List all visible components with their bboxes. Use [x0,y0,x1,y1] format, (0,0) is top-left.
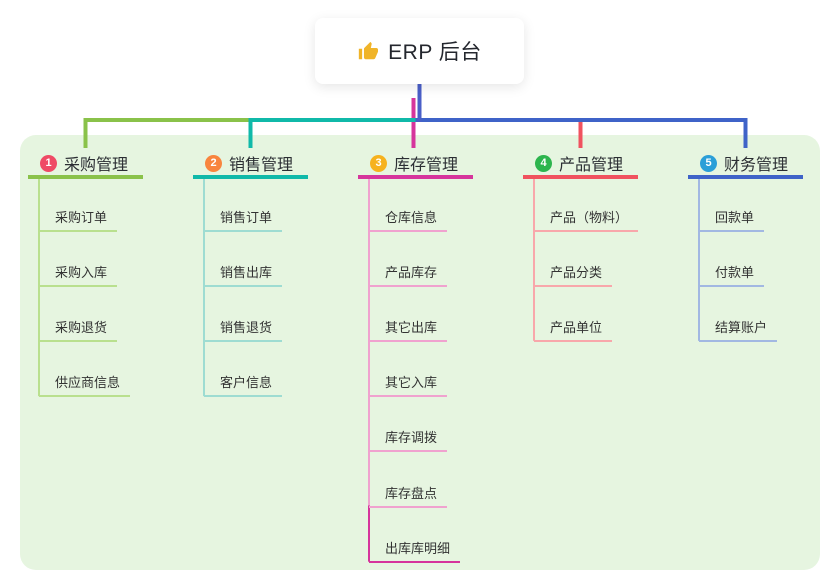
branch-number-badge: 5 [700,154,717,172]
branch-title-3[interactable]: 3 库存管理 [358,151,473,179]
child-node[interactable]: 产品单位 [534,316,613,342]
branch-title-label: 库存管理 [394,157,459,174]
child-node[interactable]: 销售退货 [204,316,283,342]
branch-title-1[interactable]: 1 采购管理 [28,151,143,179]
branch-number-badge: 2 [205,154,222,172]
child-node[interactable]: 客户信息 [204,371,283,398]
child-node[interactable]: 销售订单 [204,206,283,232]
child-node[interactable]: 付款单 [699,261,765,287]
child-node[interactable]: 采购退货 [39,316,118,342]
branch-number-badge: 3 [370,154,387,172]
child-node[interactable]: 销售出库 [204,261,283,287]
branch-number-badge: 1 [40,154,57,172]
child-node[interactable]: 供应商信息 [39,371,131,398]
child-node[interactable]: 回款单 [699,206,765,232]
child-node[interactable]: 出库库明细 [369,537,461,563]
branch-title-label: 产品管理 [559,157,624,174]
branch-title-4[interactable]: 4 产品管理 [523,151,638,179]
child-node[interactable]: 产品（物料） [534,206,639,232]
child-node[interactable]: 结算账户 [699,316,778,342]
branch-title-label: 财务管理 [724,157,789,174]
child-node[interactable]: 其它入库 [369,371,448,398]
branch-title-5[interactable]: 5 财务管理 [688,151,803,179]
child-node[interactable]: 仓库信息 [369,206,448,232]
child-node[interactable]: 库存盘点 [369,482,448,508]
branch-title-2[interactable]: 2 销售管理 [193,151,308,179]
child-node[interactable]: 采购入库 [39,261,118,287]
child-node[interactable]: 库存调拨 [369,426,448,453]
branch-number-badge: 4 [535,154,552,172]
thumbs-up-icon [357,40,379,62]
background-panel [20,135,820,570]
branch-title-label: 采购管理 [64,157,129,174]
branch-title-label: 销售管理 [229,157,294,174]
child-node[interactable]: 其它出库 [369,316,448,342]
child-node[interactable]: 采购订单 [39,206,118,232]
root-node[interactable]: ERP 后台 [315,18,524,84]
root-title: ERP 后台 [388,41,482,64]
child-node[interactable]: 产品分类 [534,261,613,287]
child-node[interactable]: 产品库存 [369,261,448,287]
